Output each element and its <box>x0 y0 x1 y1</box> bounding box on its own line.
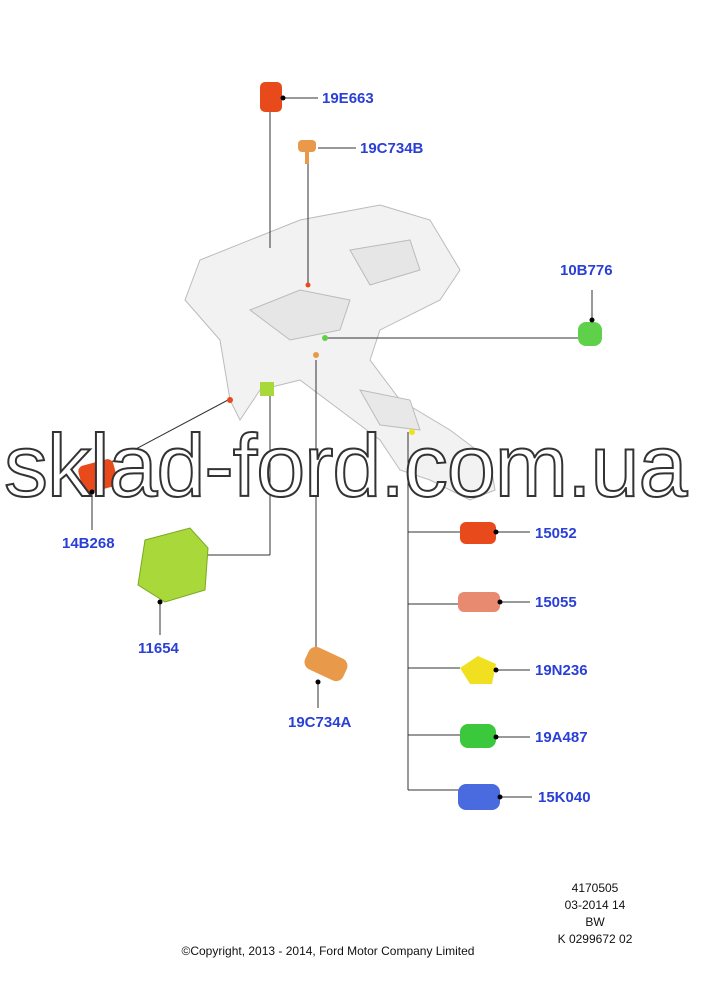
callout-19N236[interactable]: 19N236 <box>535 662 588 679</box>
diagram-date: 03-2014 14 <box>564 898 626 912</box>
copyright-text: ©Copyright, 2013 - 2014, Ford Motor Comp… <box>181 944 475 958</box>
callout-19C734A[interactable]: 19C734A <box>288 714 352 731</box>
part-19C734B[interactable] <box>298 140 316 164</box>
callout-19A487[interactable]: 19A487 <box>535 729 588 746</box>
diagram-number: 4170505 <box>571 881 619 895</box>
part-11654[interactable] <box>137 527 209 605</box>
part-10B776[interactable] <box>578 317 602 347</box>
callout-10B776[interactable]: 10B776 <box>560 262 613 279</box>
watermark: sklad-ford.com.ua <box>3 416 688 515</box>
part-15052[interactable] <box>460 522 499 544</box>
part-19A487[interactable] <box>460 724 499 748</box>
callout-19E663[interactable]: 19E663 <box>322 90 374 107</box>
callout-11654[interactable]: 11654 <box>138 640 179 657</box>
part-14B268[interactable] <box>77 458 119 495</box>
part-15055[interactable] <box>458 592 503 612</box>
diagram-code: BW <box>585 915 605 929</box>
diagram-reference: K 0299672 02 <box>557 932 633 946</box>
callout-14B268[interactable]: 14B268 <box>62 535 115 552</box>
part-19C734A[interactable] <box>302 644 350 685</box>
callout-15052[interactable]: 15052 <box>535 525 577 542</box>
leader-lines <box>91 97 593 798</box>
part-15K040[interactable] <box>458 784 503 810</box>
callout-15055[interactable]: 15055 <box>535 594 577 611</box>
callout-15K040[interactable]: 15K040 <box>538 789 591 806</box>
callout-19C734B[interactable]: 19C734B <box>360 140 424 157</box>
part-19N236[interactable] <box>460 656 499 684</box>
dashboard-illustration <box>184 204 496 501</box>
part-19E663[interactable] <box>260 82 286 112</box>
